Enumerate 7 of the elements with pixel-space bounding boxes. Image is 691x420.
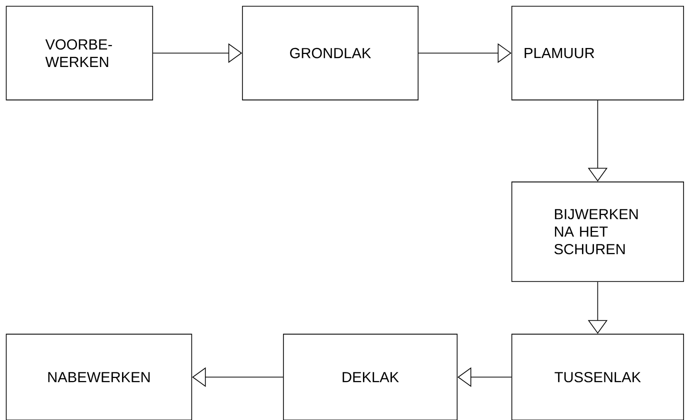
process-box: GRONDLAK xyxy=(242,6,418,100)
process-box: VOORBE- WERKEN xyxy=(6,6,154,100)
process-box: TUSSENLAK xyxy=(511,334,684,420)
process-box: DEKLAK xyxy=(283,334,458,420)
process-box: BIJWERKEN NA HET SCHUREN xyxy=(511,182,684,282)
process-box: PLAMUUR xyxy=(511,6,684,100)
process-box: NABEWERKEN xyxy=(6,334,192,420)
